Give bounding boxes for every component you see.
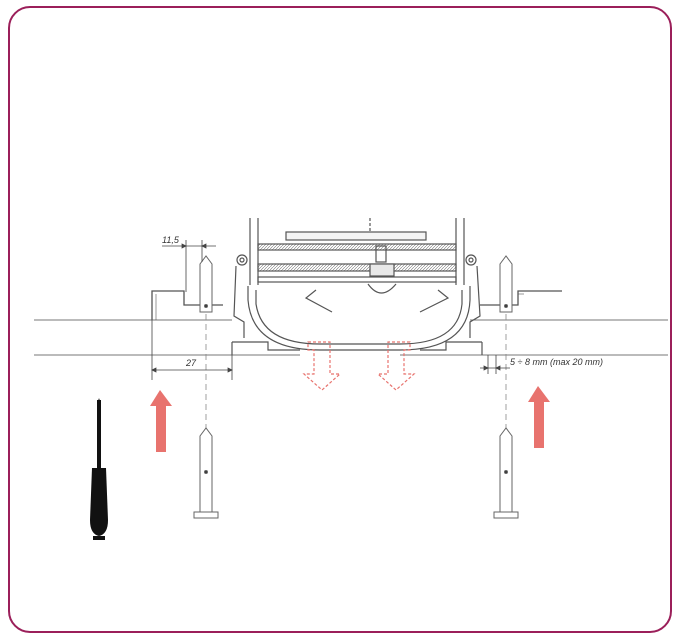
dimension-label-gap: 5 ÷ 8 mm (max 20 mm)	[510, 357, 603, 367]
anchor-right-lower	[493, 427, 519, 519]
anchor-axis-lines	[205, 314, 507, 432]
dimension-label-top-offset: 11,5	[162, 235, 180, 245]
dashed-arrow-down-icon	[302, 341, 416, 391]
dimension-gap	[480, 355, 510, 374]
screwdriver-icon	[90, 398, 108, 540]
luminaire-housing	[231, 218, 483, 355]
arrow-up-icon	[150, 386, 550, 452]
ceiling-panel	[34, 319, 668, 356]
anchor-right-upper	[499, 255, 513, 313]
dimension-label-width: 27	[185, 358, 197, 368]
anchor-left-lower	[193, 427, 219, 519]
anchor-left-upper	[199, 255, 213, 313]
dimension-top-offset	[162, 240, 216, 292]
left-bracket	[151, 290, 223, 320]
dimension-width	[151, 320, 233, 380]
right-bracket	[480, 290, 562, 306]
